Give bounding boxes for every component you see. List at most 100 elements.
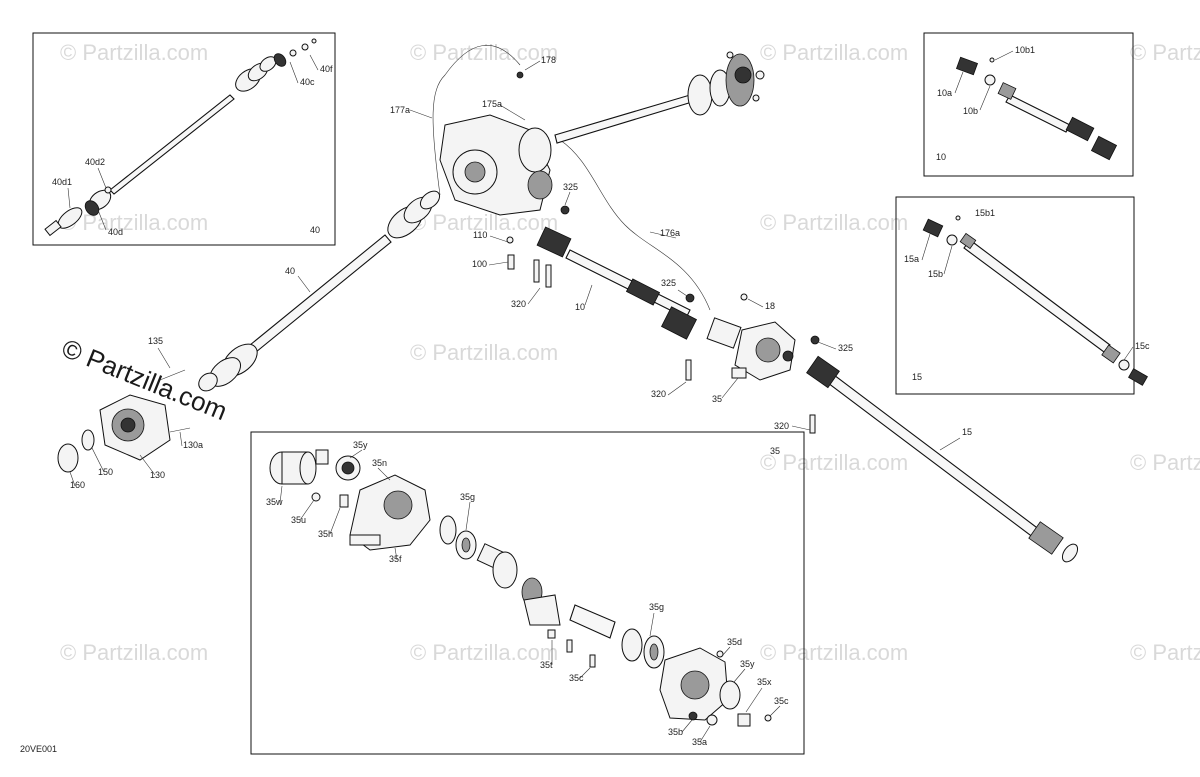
- bearings-upper: [439, 515, 477, 560]
- callout-40c: 40c: [300, 77, 315, 87]
- callout-35c: 35c: [569, 673, 584, 683]
- clip: [311, 492, 321, 502]
- callout-15: 15: [962, 427, 972, 437]
- inset-box-10: 10b1 10a 10b 10: [923, 32, 1134, 177]
- rear-seal: [719, 680, 741, 710]
- callout-35g: 35g: [460, 492, 475, 502]
- callout-35g: 35g: [649, 602, 664, 612]
- front-axle-shaft-right: [554, 94, 693, 144]
- callout-35f: 35f: [389, 554, 402, 564]
- watermark: © Partzilla.com: [410, 40, 558, 65]
- callout-320: 320: [651, 389, 666, 399]
- front-differential: [439, 114, 553, 216]
- watermark: © Partzilla.com: [760, 450, 908, 475]
- actuator-motor: [269, 449, 329, 485]
- bolt: [764, 714, 772, 722]
- callout-18: 18: [765, 301, 775, 311]
- callout-35n: 35n: [372, 458, 387, 468]
- callout-35d: 35d: [727, 637, 742, 647]
- inset-box-35: 35 35y 35n 35w 35u 35h 35g 35f 35g 35d 3…: [250, 431, 805, 755]
- inset-box-40: 40f 40c 40d2 40d1 40d 40: [32, 32, 336, 246]
- watermark: © Partzilla.com: [760, 210, 908, 235]
- callout-35y: 35y: [353, 440, 368, 450]
- watermark: © Partzilla.com: [60, 210, 208, 235]
- vent-hose: [432, 45, 521, 196]
- callout-35t: 35t: [540, 660, 553, 670]
- watermark-layer: © Partzilla.com © Partzilla.com © Partzi…: [58, 40, 1200, 665]
- callout-10b1: 10b1: [1015, 45, 1035, 55]
- callout-40d1: 40d1: [52, 177, 72, 187]
- callout-35y: 35y: [740, 659, 755, 669]
- callout-35x: 35x: [757, 677, 772, 687]
- callout-100: 100: [472, 259, 487, 269]
- front-hub-left: [57, 369, 191, 473]
- callout-35: 35: [712, 394, 722, 404]
- callout-320: 320: [774, 421, 789, 431]
- gearbox-housing-front: [349, 474, 431, 551]
- box-35-number: 35: [770, 446, 780, 456]
- box-40-number: 40: [310, 225, 320, 235]
- screw: [566, 639, 573, 653]
- callout-325: 325: [838, 343, 853, 353]
- u-joint-yoke: [955, 56, 1017, 100]
- vent-hose: [559, 139, 711, 311]
- callout-35w: 35w: [266, 497, 283, 507]
- watermark: © Partzilla.com: [410, 340, 558, 365]
- callout-177a: 177a: [390, 105, 410, 115]
- callout-130a: 130a: [183, 440, 203, 450]
- callout-40d2: 40d2: [85, 157, 105, 167]
- callout-110: 110: [473, 230, 487, 240]
- washer: [706, 714, 718, 726]
- box-10-number: 10: [936, 152, 946, 162]
- callout-40f: 40f: [320, 64, 333, 74]
- cv-boot-left-inner: [198, 343, 258, 392]
- watermark: © Partzilla.com: [410, 640, 558, 665]
- u-joint-end: [1101, 344, 1148, 386]
- fasteners: [506, 71, 820, 434]
- watermark: © Partzilla.com: [760, 640, 908, 665]
- u-joint-yoke: [922, 215, 977, 250]
- nut: [688, 711, 698, 721]
- callout-325: 325: [563, 182, 578, 192]
- callout-35h: 35h: [318, 529, 333, 539]
- callout-15b1: 15b1: [975, 208, 995, 218]
- front-axle-shaft-left: [249, 234, 392, 353]
- cv-boot-left-outer: [387, 190, 441, 239]
- callout-10a: 10a: [937, 88, 952, 98]
- front-hub-right: [687, 51, 765, 116]
- callout-175a: 175a: [482, 99, 502, 109]
- output-shaft: [547, 604, 616, 639]
- plug: [716, 650, 724, 658]
- callout-10: 10: [575, 302, 585, 312]
- cv-boot-outer: [235, 38, 317, 92]
- center-gearbox: [706, 317, 796, 381]
- shift-fork-pin: [339, 494, 349, 508]
- callout-15a: 15a: [904, 254, 919, 264]
- callout-150: 150: [98, 467, 113, 477]
- callout-325: 325: [661, 278, 676, 288]
- callout-15b: 15b: [928, 269, 943, 279]
- callout-35b: 35b: [668, 727, 683, 737]
- bearings-lower: [621, 628, 665, 669]
- propshaft-front-ends: [536, 226, 698, 340]
- watermark: © Partzilla.com: [760, 40, 908, 65]
- gearbox-housing-rear: [659, 647, 729, 721]
- watermark: © Partzilla.com: [1130, 640, 1200, 665]
- watermark: © Partzilla.com: [60, 40, 208, 65]
- sensor: [737, 713, 751, 727]
- propshaft-rear-ends: [806, 355, 1079, 563]
- seal-inner: [341, 461, 355, 475]
- box-15-number: 15: [912, 372, 922, 382]
- screw: [589, 654, 596, 668]
- watermark: © Partzilla.com: [1130, 450, 1200, 475]
- callout-176a: 176a: [660, 228, 680, 238]
- watermark: © Partzilla.com: [1130, 40, 1200, 65]
- callout-35a: 35a: [692, 737, 707, 747]
- drawing-code: 20VE001: [20, 744, 57, 754]
- callout-178: 178: [541, 55, 556, 65]
- cv-boot-inner: [44, 186, 112, 237]
- callout-40: 40: [285, 266, 295, 276]
- callout-35c: 35c: [774, 696, 789, 706]
- callout-10b: 10b: [963, 106, 978, 116]
